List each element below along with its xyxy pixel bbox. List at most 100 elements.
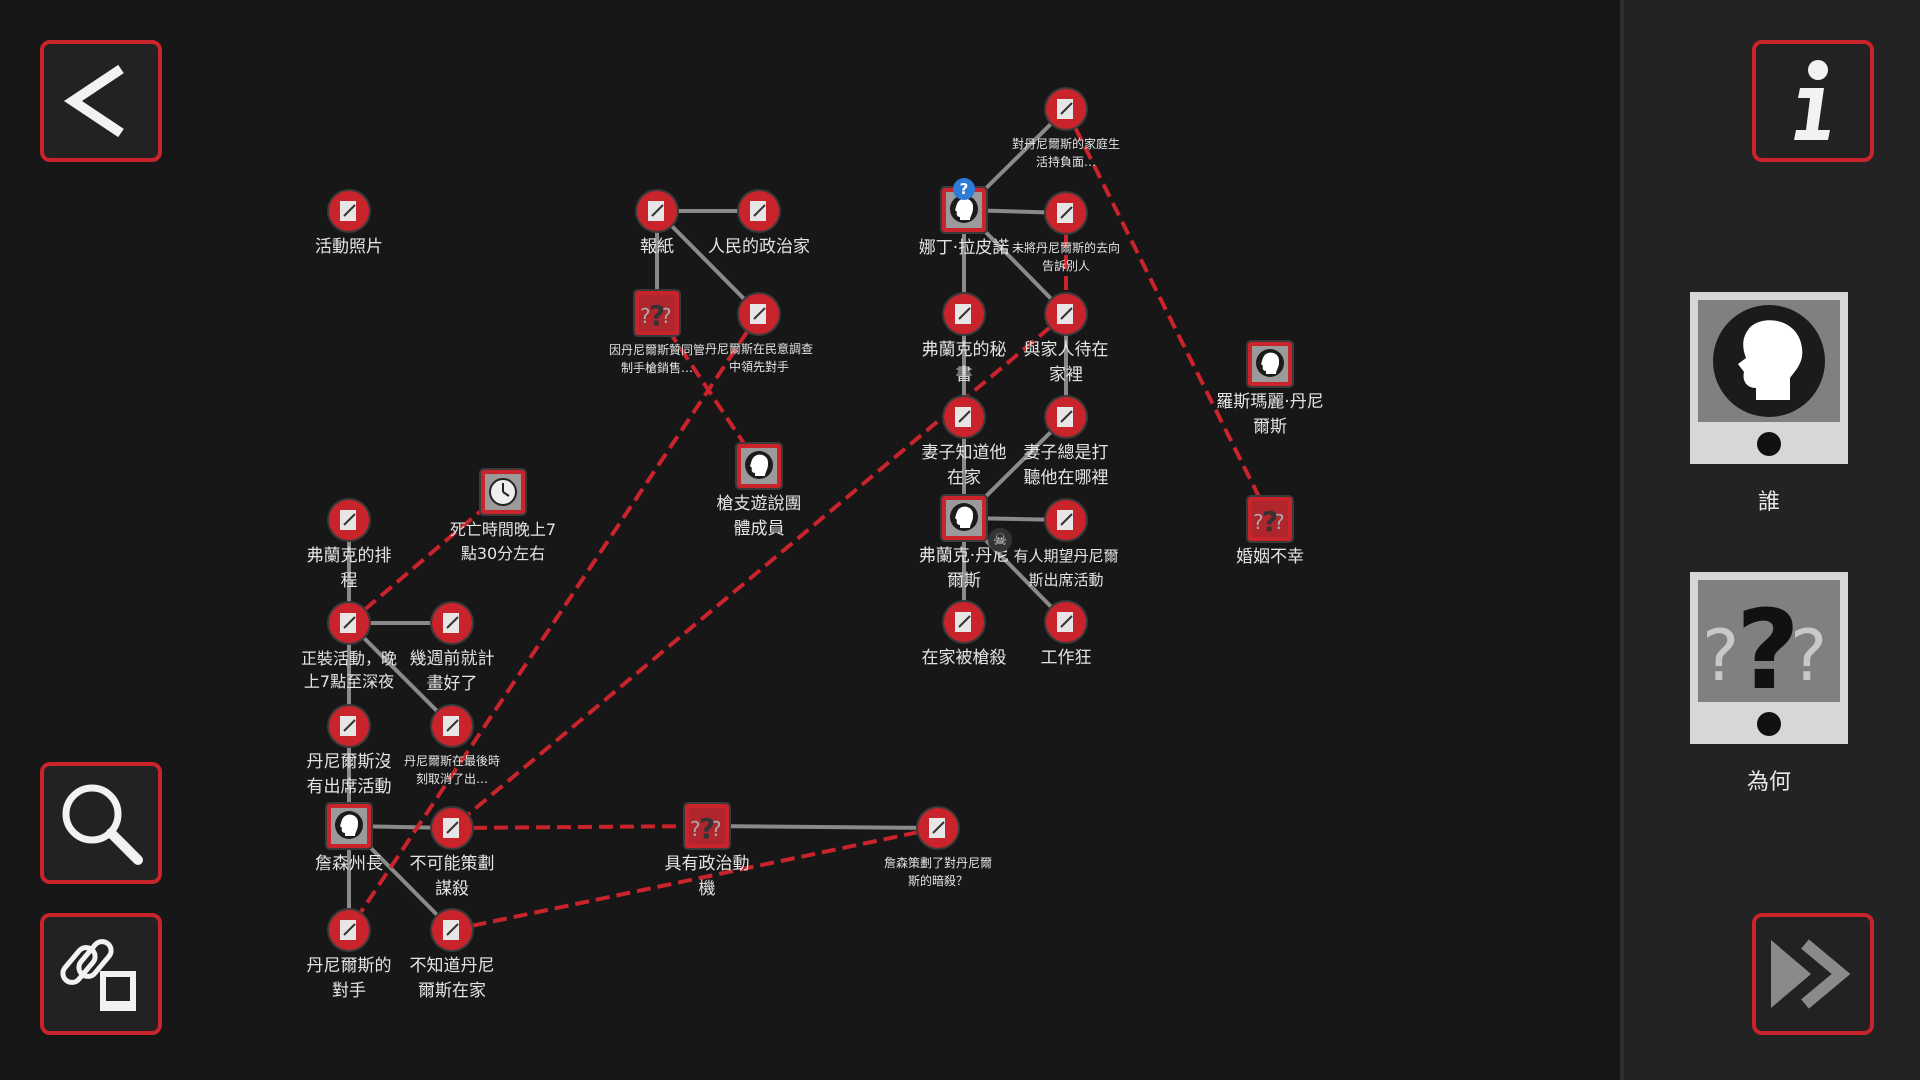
unknown-icon: ??? — [635, 291, 679, 335]
node-label: 對丹尼爾斯的家庭生活持負面… — [1011, 137, 1120, 169]
node-gongzuokuang[interactable]: 工作狂 — [986, 602, 1146, 671]
node-jizhouqian[interactable]: 幾週前就計畫好了 — [402, 603, 502, 697]
document-icon — [432, 910, 472, 950]
node-zuihou-quxiao[interactable]: 丹尼爾斯在最後時刻取消了出… — [404, 706, 500, 788]
document-icon — [944, 294, 984, 334]
svg-text:?: ? — [690, 817, 701, 841]
clock-icon — [481, 470, 525, 514]
unknown-icon: ??? — [685, 804, 729, 848]
node-duishou[interactable]: 丹尼爾斯的對手 — [299, 910, 399, 1004]
node-zhengzhi-dongji[interactable]: ??? 具有政治動機 — [657, 804, 757, 902]
question-marks-icon: ? ? ? — [1698, 580, 1840, 714]
node-renmin-zhengzhijia[interactable]: 人民的政治家 — [704, 191, 814, 260]
node-zhengzhuang[interactable]: 正裝活動，晚上7點至深夜 — [297, 603, 401, 693]
node-qiangzhi-tuanti[interactable]: 槍支遊說團體成員 — [709, 444, 809, 542]
document-icon — [329, 910, 369, 950]
node-label: 人民的政治家 — [708, 237, 810, 257]
node-label: 報紙 — [640, 237, 674, 257]
person-icon: ? — [942, 178, 986, 232]
node-jiating-fumian[interactable]: 對丹尼爾斯的家庭生活持負面… — [1011, 89, 1121, 171]
node-paicheng[interactable]: 弗蘭克的排程 — [299, 500, 399, 594]
document-icon — [944, 602, 984, 642]
node-baozhi[interactable]: 報紙 — [577, 191, 737, 260]
node-label: 弗蘭克·丹尼爾斯 — [918, 546, 1010, 591]
node-label: 婚姻不幸 — [1236, 547, 1304, 567]
link-line — [706, 824, 939, 830]
red-link-line — [347, 312, 761, 932]
node-weijiang-quxiang[interactable]: 未將丹尼爾斯的去向告訴別人 — [1011, 193, 1121, 275]
red-link-line — [347, 490, 505, 625]
info-button[interactable] — [1752, 40, 1874, 162]
document-icon — [1046, 397, 1086, 437]
link-line — [655, 209, 761, 316]
node-nading-lapinuo[interactable]: ? 娜丁·拉皮諾 — [884, 178, 1044, 261]
node-siwang-shijian[interactable]: 死亡時間晚上7點30分左右 — [448, 470, 558, 566]
node-meiyou-chuxi[interactable]: 丹尼爾斯沒有出席活動 — [299, 706, 399, 800]
node-mishu[interactable]: 弗蘭克的秘書 — [914, 294, 1014, 388]
link-line — [347, 621, 454, 728]
document-icon — [432, 808, 472, 848]
node-label: 弗蘭克的排程 — [306, 546, 392, 591]
node-label: 弗蘭克的秘書 — [921, 340, 1007, 385]
document-icon — [329, 191, 369, 231]
why-card[interactable]: ? ? ? — [1690, 572, 1848, 744]
node-minyi-diaocha[interactable]: 丹尼爾斯在民意調查中領先對手 — [704, 294, 814, 376]
node-bukeneng[interactable]: 不可能策劃謀殺 — [402, 808, 502, 902]
document-icon — [1046, 602, 1086, 642]
link-layer — [347, 107, 1272, 932]
node-label: 丹尼爾斯的對手 — [306, 956, 392, 1001]
node-qidai-chuxi[interactable]: 有人期望丹尼爾斯出席活動 — [1011, 500, 1121, 592]
node-rosemary[interactable]: 羅斯瑪麗·丹尼爾斯 — [1215, 342, 1325, 440]
node-label: 死亡時間晚上7點30分左右 — [449, 520, 557, 563]
person-icon — [737, 444, 781, 488]
search-button[interactable] — [40, 762, 162, 884]
link-button[interactable] — [40, 913, 162, 1035]
document-icon — [1046, 294, 1086, 334]
person-icon: ☠ — [942, 496, 1012, 552]
document-icon — [918, 808, 958, 848]
document-icon — [739, 191, 779, 231]
node-label: 詹森策劃了對丹尼爾斯的暗殺？ — [883, 856, 992, 888]
svg-text:?: ? — [1274, 510, 1285, 534]
person-icon — [327, 804, 371, 848]
document-icon — [637, 191, 677, 231]
node-label: 不可能策劃謀殺 — [409, 854, 495, 899]
node-label: 槍支遊說團體成員 — [716, 494, 802, 539]
node-zhansen[interactable]: 詹森州長 — [269, 804, 429, 877]
node-yu-jiaren[interactable]: 與家人待在家裡 — [1016, 294, 1116, 388]
node-huodong-zhaopian[interactable]: 活動照片 — [269, 191, 429, 260]
document-icon — [329, 500, 369, 540]
node-label: 活動照片 — [315, 237, 383, 257]
node-label: 有人期望丹尼爾斯出席活動 — [1013, 547, 1119, 589]
info-icon — [1794, 60, 1830, 140]
question-badge-icon: ? — [953, 178, 975, 200]
node-label: 不知道丹尼爾斯在家 — [409, 956, 495, 1001]
person-icon — [1248, 342, 1292, 386]
fast-forward-icon — [1771, 939, 1851, 1009]
back-button[interactable] — [40, 40, 162, 162]
node-label: 娜丁·拉皮諾 — [918, 238, 1010, 258]
node-qizi-zhidao[interactable]: 妻子知道他在家 — [914, 397, 1014, 491]
skull-icon: ☠ — [988, 528, 1012, 552]
document-icon — [432, 603, 472, 643]
node-zaijia-qiangsha[interactable]: 在家被槍殺 — [884, 602, 1044, 671]
node-label: 丹尼爾斯沒有出席活動 — [306, 752, 392, 797]
node-qiang-xiezhi[interactable]: ??? 因丹尼爾斯贊同管制手槍銷售… — [607, 291, 707, 377]
node-frank-daniels[interactable]: ☠ 弗蘭克·丹尼爾斯 — [914, 496, 1014, 594]
node-label: 在家被槍殺 — [921, 648, 1007, 668]
next-button[interactable] — [1752, 913, 1874, 1035]
who-card[interactable] — [1690, 292, 1848, 464]
node-label: 羅斯瑪麗·丹尼爾斯 — [1216, 392, 1324, 437]
node-label: 具有政治動機 — [664, 854, 750, 899]
node-buzhidao[interactable]: 不知道丹尼爾斯在家 — [402, 910, 502, 1004]
node-zhansen-cehua[interactable]: 詹森策劃了對丹尼爾斯的暗殺？ — [883, 808, 993, 890]
document-icon — [1046, 193, 1086, 233]
node-label: 詹森州長 — [315, 854, 383, 874]
node-label: 妻子總是打聽他在哪裡 — [1023, 443, 1109, 488]
node-qizi-dating[interactable]: 妻子總是打聽他在哪裡 — [1016, 397, 1116, 491]
node-label: 丹尼爾斯在最後時刻取消了出… — [404, 754, 501, 786]
node-label: 幾週前就計畫好了 — [409, 649, 495, 694]
magnifier-icon — [62, 784, 143, 865]
svg-text:?: ? — [1702, 615, 1739, 697]
node-hunyin-buxing[interactable]: ??? 婚姻不幸 — [1190, 497, 1350, 570]
